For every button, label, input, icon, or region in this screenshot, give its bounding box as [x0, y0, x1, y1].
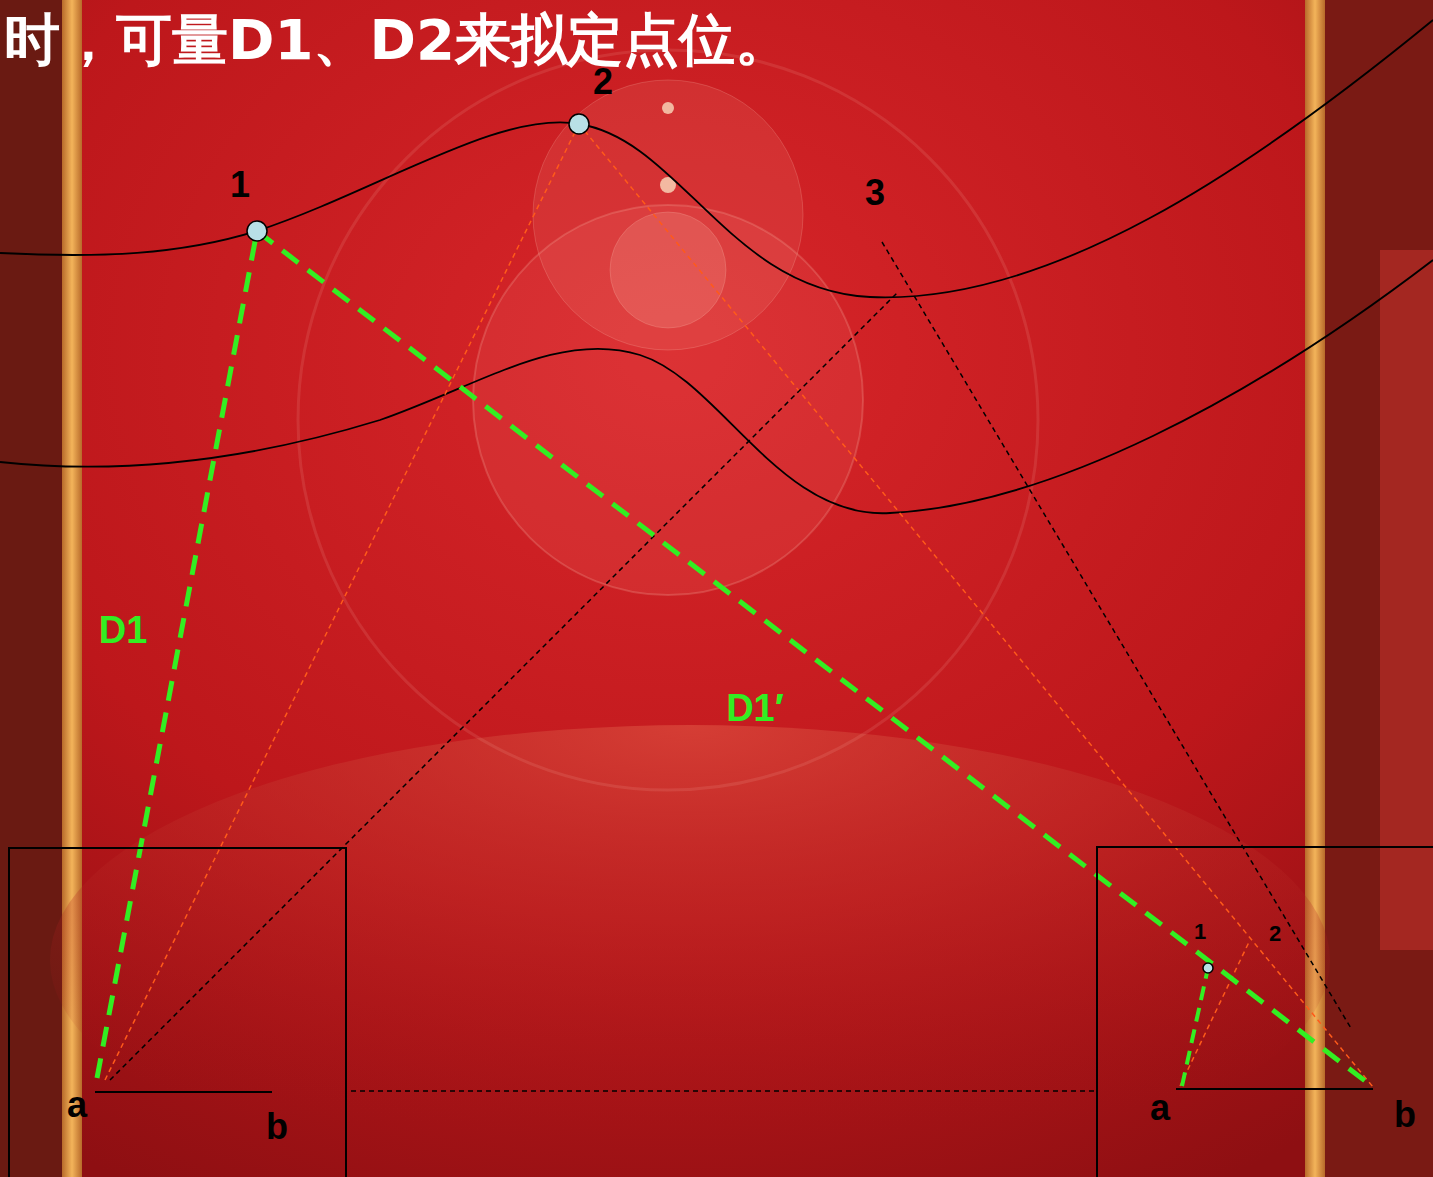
slide-title: 时，可量D1、D2来拟定点位。 [4, 12, 791, 68]
side-decor [1380, 250, 1433, 950]
lens-glow [298, 50, 1038, 790]
callout-number: 1 [230, 167, 250, 203]
point-label: b [266, 1109, 288, 1145]
callout-number: 3 [865, 175, 885, 211]
stage-dome [50, 725, 1330, 1177]
point-label: a [67, 1087, 87, 1123]
distance-label: D1 [99, 611, 148, 649]
station-box: 1 2 a b [1096, 846, 1433, 1177]
side-panel [1325, 0, 1433, 1177]
callout-number: 2 [1269, 923, 1281, 945]
sight-line [95, 124, 1373, 1092]
survey-point [247, 114, 1213, 973]
baseline-connector [351, 1090, 1096, 1092]
contour-line [0, 20, 1433, 513]
callout-number: 2 [593, 64, 613, 100]
point-label: a [1150, 1090, 1170, 1126]
distance-label: D1′ [726, 689, 784, 727]
callout-number: 1 [1194, 921, 1206, 943]
point-label: b [1394, 1097, 1416, 1133]
station-box: ab [8, 847, 347, 1177]
